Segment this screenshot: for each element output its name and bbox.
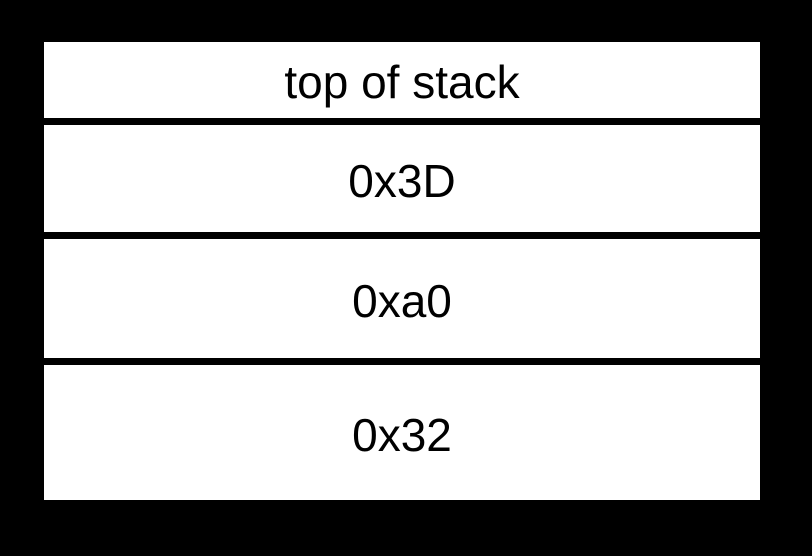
stack-row-label: 0x32: [352, 408, 452, 461]
stack-row-label: 0xa0: [352, 274, 452, 327]
stack-diagram: top of stack 0x3D 0xa0 0x32: [44, 42, 760, 500]
stack-row: 0x32: [44, 365, 760, 500]
stack-row-label: 0x3D: [348, 154, 456, 207]
stack-row: 0xa0: [44, 239, 760, 358]
stack-row: top of stack: [44, 42, 760, 118]
stack-row: 0x3D: [44, 125, 760, 232]
stack-row-label: top of stack: [284, 56, 520, 108]
